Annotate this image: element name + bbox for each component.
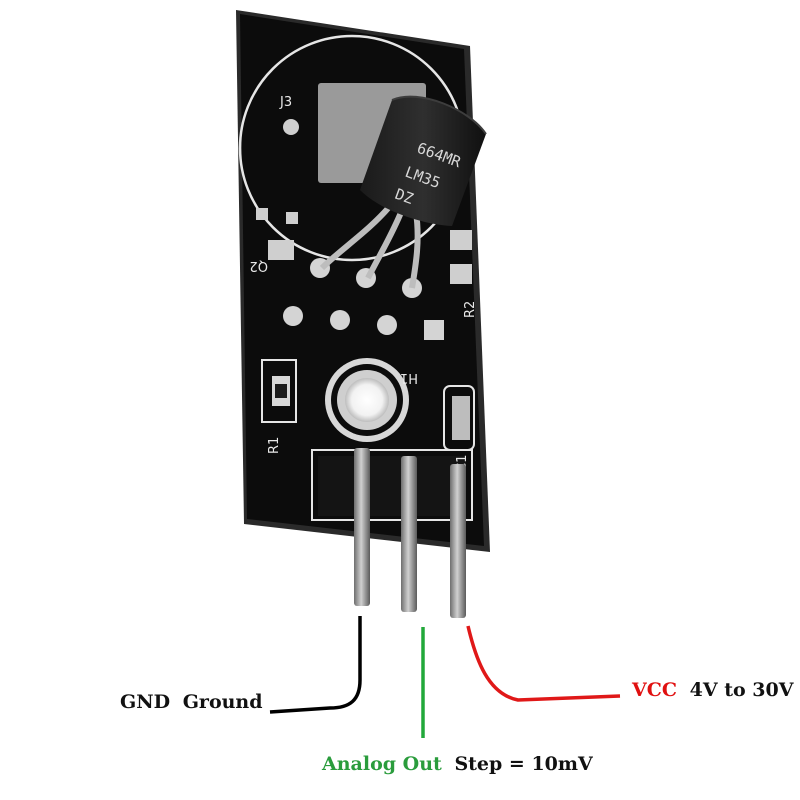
through-hole-pad [330,310,350,330]
mounting-hole-icon [325,358,409,442]
resistor-r1-outline [261,359,297,423]
gnd-wire [269,616,362,714]
header-pin-icon [354,448,466,618]
gnd-label: GND Ground [120,691,263,713]
analog-pin-name: Analog Out [321,753,442,775]
vcc-pin-name: VCC [631,679,677,701]
pin-gnd [354,448,370,606]
smd-pad [286,212,298,224]
label-j3: J3 [279,95,292,110]
vcc-pin-description: 4V to 30V [690,679,795,701]
label-q2: Q2 [249,258,268,273]
chip-marking-3: DZ [393,185,416,208]
gnd-pin-description: Ground [183,691,263,713]
smd-pad [268,240,294,260]
pin-analog [401,456,417,612]
sensor-body [360,96,486,227]
capacitor-c1 [452,396,470,440]
vcc-label: VCC 4V to 30V [631,679,795,701]
analog-label: Analog Out Step = 10mV [321,753,594,775]
header-housing [318,456,466,516]
smd-pad [450,264,472,284]
label-h1: H1 [400,370,418,385]
label-r2: R2 [463,301,478,318]
vcc-wire [466,625,621,702]
through-hole-pad [377,315,397,335]
header-silkscreen [311,449,473,521]
resistor-r1-body [275,384,287,398]
label-r1: R1 [267,437,282,454]
pad-j3 [283,119,299,135]
pin-vcc [450,464,466,618]
smd-pad [450,230,472,250]
through-hole-pad [283,306,303,326]
lm35-sensor-icon: 664MR LM35 DZ [319,95,487,289]
through-hole-pad-square [424,320,444,340]
gnd-pin-name: GND [120,691,170,713]
analog-pin-description: Step = 10mV [454,753,594,775]
smd-pad [256,208,268,220]
